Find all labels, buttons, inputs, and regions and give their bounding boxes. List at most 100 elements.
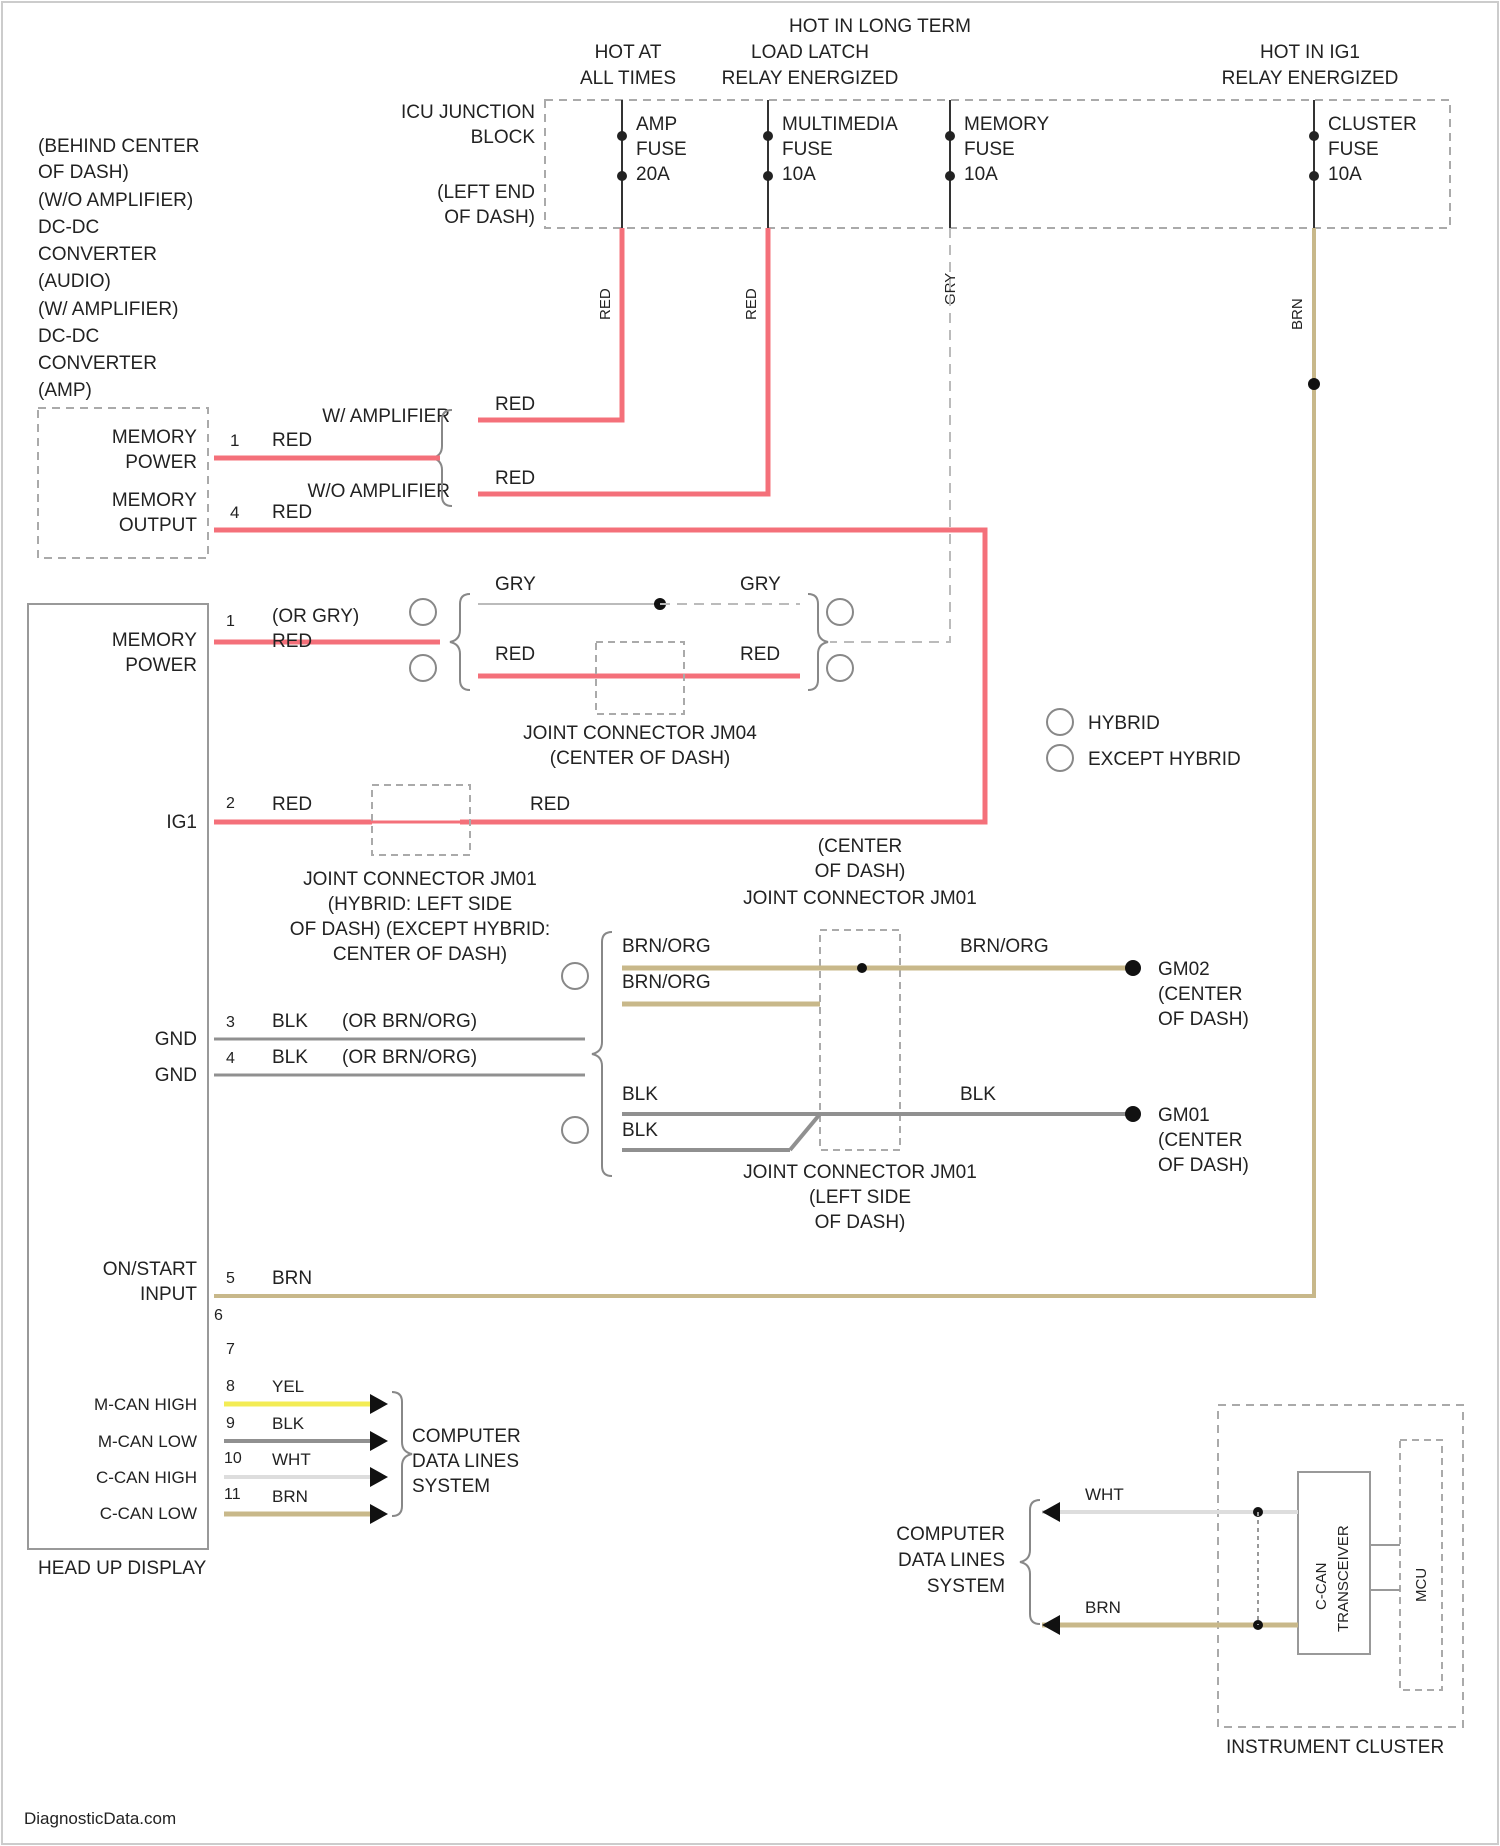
svg-text:DC-DC: DC-DC (38, 326, 99, 347)
svg-text:GND: GND (155, 1065, 197, 1086)
svg-text:C-CAN LOW: C-CAN LOW (100, 1504, 197, 1523)
svg-text:10A: 10A (782, 164, 816, 185)
svg-text:OF DASH) (EXCEPT HYBRID:: OF DASH) (EXCEPT HYBRID: (290, 919, 550, 940)
legend-hybrid: HYBRID (1088, 713, 1160, 734)
svg-text:MCU: MCU (1413, 1568, 1430, 1602)
svg-text:INPUT: INPUT (140, 1284, 197, 1305)
gm01-ground-symbol (1125, 1106, 1141, 1122)
svg-text:11: 11 (224, 1486, 241, 1503)
svg-text:(LEFT END: (LEFT END (437, 182, 535, 203)
svg-text:(OR BRN/ORG): (OR BRN/ORG) (342, 1047, 477, 1068)
svg-text:3: 3 (226, 1014, 235, 1031)
svg-text:1: 1 (230, 431, 239, 450)
svg-text:JOINT CONNECTOR JM01: JOINT CONNECTOR JM01 (303, 869, 537, 890)
svg-text:RED: RED (272, 631, 312, 652)
svg-text:9: 9 (226, 1415, 235, 1432)
svg-text:RELAY ENERGIZED: RELAY ENERGIZED (722, 68, 899, 89)
svg-text:AMP: AMP (636, 114, 677, 135)
svg-text:RED: RED (272, 502, 312, 523)
svg-text:GND: GND (155, 1029, 197, 1050)
svg-text:W/O AMPLIFIER: W/O AMPLIFIER (307, 481, 450, 502)
svg-text:OF DASH): OF DASH) (1158, 1155, 1249, 1176)
svg-text:C-CAN HIGH: C-CAN HIGH (96, 1468, 197, 1487)
svg-text:(W/ AMPLIFIER): (W/ AMPLIFIER) (38, 299, 178, 320)
svg-text:GRY: GRY (740, 574, 781, 595)
svg-text:BRN: BRN (1085, 1598, 1121, 1617)
hot-all-times-label: HOT AT (595, 42, 662, 63)
svg-text:6: 6 (214, 1307, 223, 1324)
svg-text:20A: 20A (636, 164, 670, 185)
svg-text:OF DASH): OF DASH) (38, 162, 129, 183)
svg-text:(OR GRY): (OR GRY) (272, 606, 359, 627)
svg-text:BLK: BLK (272, 1047, 308, 1068)
svg-text:ALL TIMES: ALL TIMES (580, 68, 676, 89)
svg-text:10A: 10A (1328, 164, 1362, 185)
svg-text:BRN/ORG: BRN/ORG (960, 936, 1049, 957)
svg-text:BRN: BRN (272, 1487, 308, 1506)
svg-text:BRN/ORG: BRN/ORG (622, 972, 711, 993)
svg-text:M-CAN HIGH: M-CAN HIGH (94, 1395, 197, 1414)
svg-text:FUSE: FUSE (782, 139, 833, 160)
svg-text:WHT: WHT (272, 1450, 311, 1469)
gm02-ground-symbol (1125, 960, 1141, 976)
svg-text:OUTPUT: OUTPUT (119, 515, 198, 536)
svg-text:YEL: YEL (272, 1377, 304, 1396)
svg-text:(AMP): (AMP) (38, 380, 92, 401)
svg-text:JOINT CONNECTOR JM04: JOINT CONNECTOR JM04 (523, 723, 757, 744)
hot-ig1-label: HOT IN IG1 (1260, 42, 1360, 63)
svg-text:RED: RED (740, 644, 780, 665)
legend-except-hybrid: EXCEPT HYBRID (1088, 749, 1241, 770)
svg-text:MEMORY: MEMORY (964, 114, 1049, 135)
svg-text:(W/O AMPLIFIER): (W/O AMPLIFIER) (38, 190, 193, 211)
svg-text:ON/START: ON/START (103, 1259, 198, 1280)
svg-text:RED: RED (272, 430, 312, 451)
svg-text:POWER: POWER (125, 655, 197, 676)
junction-block-label: ICU JUNCTION (401, 102, 535, 123)
svg-text:(LEFT SIDE: (LEFT SIDE (809, 1187, 911, 1208)
svg-text:IG1: IG1 (166, 812, 197, 833)
svg-text:MEMORY: MEMORY (112, 490, 197, 511)
svg-text:DC-DC: DC-DC (38, 217, 99, 238)
svg-text:RED: RED (495, 644, 535, 665)
svg-text:CENTER OF DASH): CENTER OF DASH) (333, 944, 507, 965)
svg-text:C-CAN: C-CAN (1313, 1563, 1330, 1611)
svg-text:FUSE: FUSE (1328, 139, 1379, 160)
svg-text:(AUDIO): (AUDIO) (38, 271, 111, 292)
svg-text:7: 7 (226, 1341, 235, 1358)
hud-title: HEAD UP DISPLAY (38, 1558, 207, 1579)
svg-text:M-CAN LOW: M-CAN LOW (98, 1432, 197, 1451)
svg-text:4: 4 (226, 1050, 235, 1067)
svg-text:W/ AMPLIFIER: W/ AMPLIFIER (322, 406, 450, 427)
svg-text:OF DASH): OF DASH) (444, 207, 535, 228)
svg-text:BLK: BLK (622, 1120, 658, 1141)
cdl-label-hud: COMPUTER (412, 1426, 521, 1447)
svg-text:OF DASH): OF DASH) (815, 1212, 906, 1233)
svg-text:(OR BRN/ORG): (OR BRN/ORG) (342, 1011, 477, 1032)
svg-text:BLK: BLK (960, 1084, 996, 1105)
svg-text:SYSTEM: SYSTEM (412, 1476, 490, 1497)
svg-text:DATA LINES: DATA LINES (412, 1451, 519, 1472)
svg-text:BLK: BLK (622, 1084, 658, 1105)
hot-long-term-label: HOT IN LONG TERM (789, 16, 971, 37)
svg-text:BLK: BLK (272, 1414, 305, 1433)
svg-text:OF DASH): OF DASH) (815, 861, 906, 882)
svg-text:BLK: BLK (272, 1011, 308, 1032)
svg-text:POWER: POWER (125, 452, 197, 473)
svg-text:BRN: BRN (1289, 298, 1306, 330)
svg-text:FUSE: FUSE (964, 139, 1015, 160)
svg-text:LOAD LATCH: LOAD LATCH (751, 42, 869, 63)
svg-text:BRN/ORG: BRN/ORG (622, 936, 711, 957)
svg-text:5: 5 (226, 1270, 235, 1287)
svg-text:4: 4 (230, 503, 239, 522)
gm01-label: GM01 (1158, 1105, 1210, 1126)
svg-text:1: 1 (226, 613, 235, 630)
svg-text:(HYBRID: LEFT SIDE: (HYBRID: LEFT SIDE (328, 894, 512, 915)
svg-text:(BEHIND CENTER: (BEHIND CENTER (38, 136, 200, 157)
svg-text:2: 2 (226, 795, 235, 812)
svg-text:RED: RED (495, 394, 535, 415)
svg-text:RED: RED (495, 468, 535, 489)
svg-text:CONVERTER: CONVERTER (38, 244, 157, 265)
gm02-label: GM02 (1158, 959, 1210, 980)
svg-text:JOINT CONNECTOR JM01: JOINT CONNECTOR JM01 (743, 888, 977, 909)
